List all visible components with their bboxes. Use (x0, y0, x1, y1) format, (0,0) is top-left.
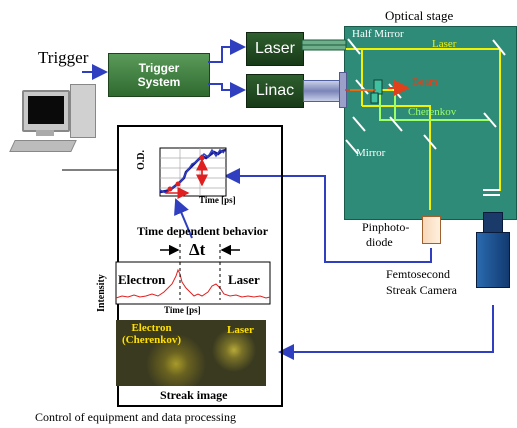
mirror-low-left (352, 116, 366, 132)
time-plot-caption: Time dependent behavior (137, 224, 269, 238)
streak-electron-label: Electron (Cherenkov) (122, 322, 181, 346)
intensity-plot-series (115, 268, 271, 299)
pinphotodiode-line1: Pinphoto- (362, 220, 410, 234)
trigger-system-line1: Trigger (138, 61, 180, 75)
streak-image (116, 320, 266, 386)
half-mirror-1 (347, 38, 361, 55)
target-element-2 (370, 92, 379, 104)
intensity-plot-ylabel: Intensity (96, 274, 107, 312)
streak-electron-line1: Electron (131, 322, 172, 334)
streak-laser-label: Laser (227, 324, 254, 336)
cherenkov-label: Cherenkov (408, 106, 457, 118)
pinphotodiode-line2: diode (366, 235, 393, 249)
trigger-label: Trigger (38, 48, 89, 67)
mirror-cherenkov-right (483, 112, 497, 128)
keyboard-icon (9, 140, 77, 152)
time-plot-xlabel: Time [ps] (199, 195, 236, 205)
delta-t-label: Δt (189, 240, 206, 259)
target-element (373, 79, 383, 95)
intensity-electron-label: Electron (118, 272, 166, 287)
beam-label: Beam (412, 76, 438, 88)
photodiode-to-plot-arrow (224, 168, 432, 263)
mirror-top-right (492, 39, 506, 56)
cherenkov-path (379, 90, 490, 121)
camera-to-streak-arrow (278, 305, 494, 360)
pinphotodiode-label: Pinphoto- diode (362, 220, 409, 250)
delta-to-plot-arrow (174, 198, 193, 239)
time-plot-ylabel: O.D. (136, 150, 147, 170)
intensity-laser-label: Laser (228, 272, 260, 287)
mirror-low-mid (389, 116, 403, 132)
tower-icon (70, 84, 96, 138)
streak-camera-line1: Femtosecond (386, 267, 450, 281)
mirror-label: Mirror (356, 147, 386, 159)
mirror-bottom (345, 139, 359, 155)
mirror-low-right (423, 134, 437, 150)
pinphotodiode (422, 216, 441, 244)
laser-box[interactable]: Laser (246, 32, 304, 66)
trigger-to-linac-arrow (208, 82, 246, 98)
trigger-system-line2: System (137, 75, 181, 89)
streak-camera-label: Femtosecond Streak Camera (386, 266, 457, 298)
linac-box-label: Linac (255, 82, 295, 99)
monitor-icon (22, 90, 70, 132)
linac-box[interactable]: Linac (246, 74, 304, 108)
half-mirror-label: Half Mirror (352, 28, 404, 40)
computer-icon (8, 84, 108, 164)
laser-to-camera-path (492, 49, 501, 191)
laser-box-label: Laser (254, 40, 296, 57)
mirror-split (355, 79, 369, 95)
laser-path-label: Laser (432, 38, 457, 50)
intensity-plot-xlabel: Time [ps] (164, 305, 201, 315)
streak-caption: Streak image (160, 388, 228, 402)
footer-caption: Control of equipment and data processing (35, 410, 236, 424)
streak-camera-lens (483, 212, 503, 234)
trigger-system-box[interactable]: Trigger System (108, 53, 210, 97)
streak-electron-line2: (Cherenkov) (122, 334, 182, 346)
trigger-to-laser-arrow (208, 39, 246, 63)
streak-camera-line2: Streak Camera (386, 283, 457, 297)
laser-to-diode-path (362, 105, 431, 210)
streak-camera-body (476, 232, 510, 288)
time-plot-marker (167, 186, 173, 192)
optical-stage-title: Optical stage (385, 8, 454, 23)
